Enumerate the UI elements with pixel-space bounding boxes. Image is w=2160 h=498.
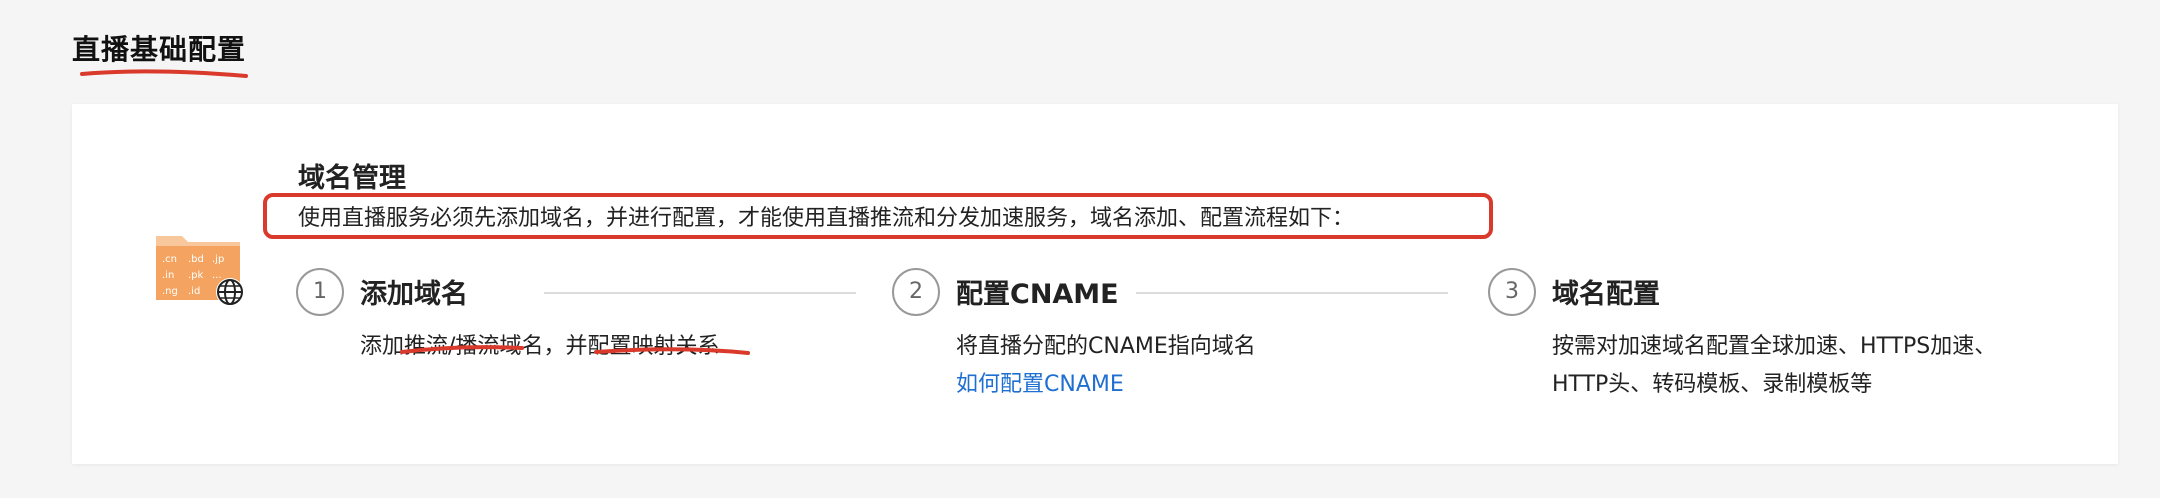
- step-description: 将直播分配的CNAME指向域名 如何配置CNAME: [956, 328, 1256, 404]
- step-number: 1: [296, 268, 344, 316]
- step-connector: [1136, 292, 1448, 294]
- step-title: 添加域名: [360, 279, 468, 310]
- tag-id: .id: [188, 286, 200, 297]
- how-to-configure-cname-link[interactable]: 如何配置CNAME: [956, 372, 1124, 397]
- domain-management-card: .cn .bd .jp .in .pk ... .ng .id 域名管理 使用直…: [72, 104, 2118, 464]
- tag-ng: .ng: [162, 286, 178, 297]
- step-title: 域名配置: [1552, 279, 1660, 310]
- step-number: 2: [892, 268, 940, 316]
- tag-pk: .pk: [188, 270, 204, 281]
- page-heading: 直播基础配置: [72, 33, 247, 66]
- globe-icon: [216, 278, 244, 306]
- step-title: 配置CNAME: [956, 279, 1119, 310]
- tag-cn: .cn: [162, 254, 177, 265]
- step-description: 按需对加速域名配置全球加速、HTTPS加速、 HTTP头、转码模板、录制模板等: [1552, 334, 1997, 397]
- heading-underline: [80, 69, 248, 78]
- domain-folder-icon: .cn .bd .jp .in .pk ... .ng .id: [156, 236, 244, 306]
- step-description: 添加推流/播流域名，并配置映射关系: [360, 334, 720, 359]
- section-title: 域名管理: [298, 163, 406, 194]
- tag-bd: .bd: [188, 254, 204, 265]
- step-number: 3: [1488, 268, 1536, 316]
- tag-in: .in: [162, 270, 174, 281]
- section-description: 使用直播服务必须先添加域名，并进行配置，才能使用直播推流和分发加速服务，域名添加…: [298, 206, 1355, 231]
- tag-more: ...: [212, 270, 222, 281]
- step-connector: [544, 292, 856, 294]
- tag-jp: .jp: [212, 254, 224, 265]
